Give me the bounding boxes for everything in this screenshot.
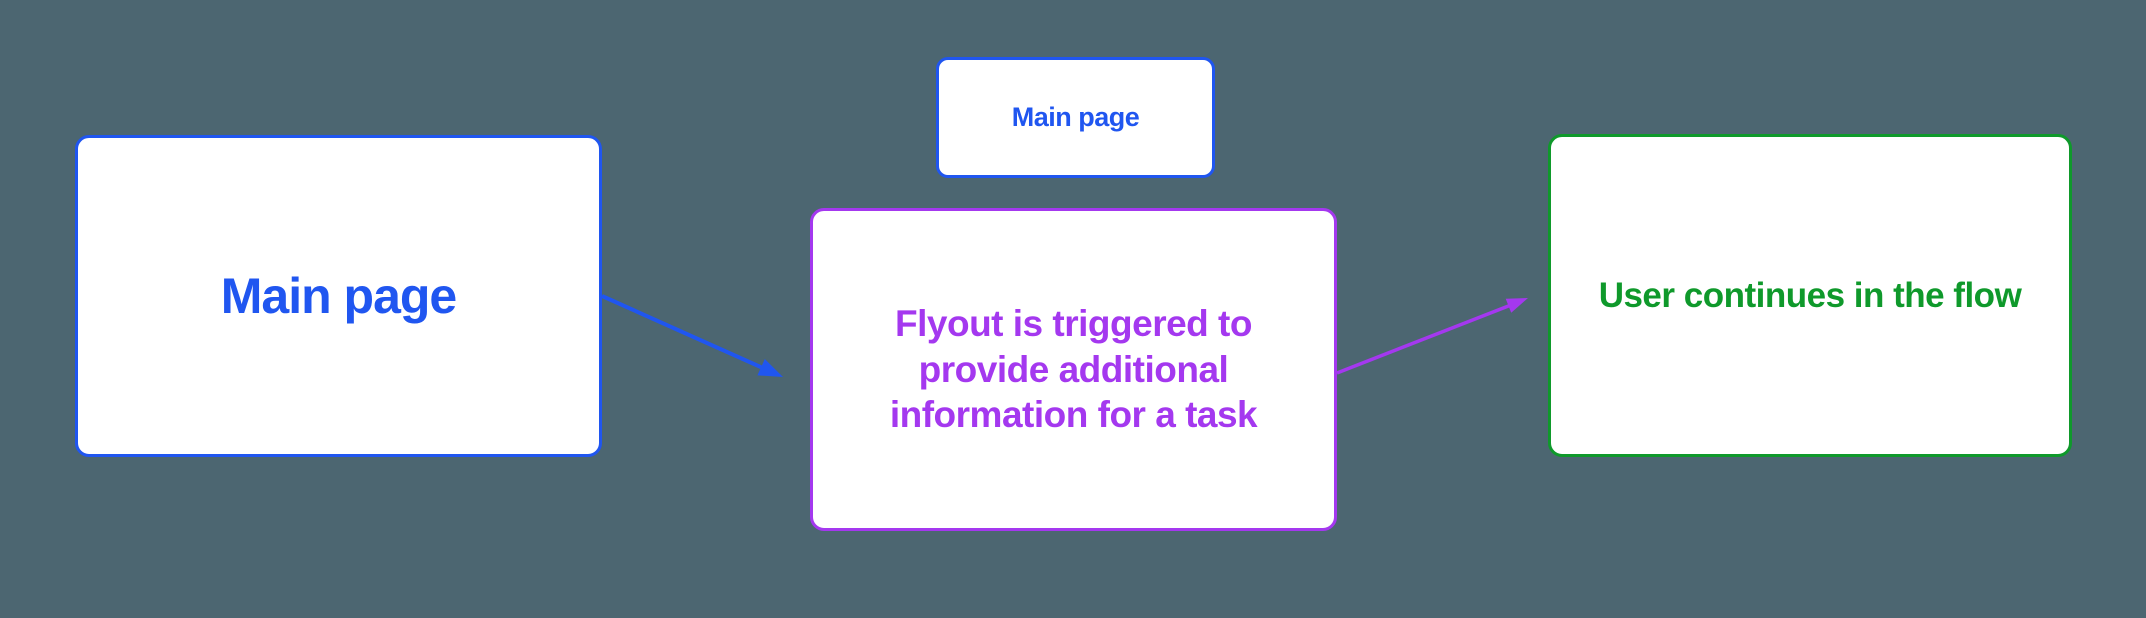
- arrowhead-icon: [1505, 298, 1528, 313]
- node-main-page-mini: Main page: [936, 57, 1215, 178]
- edge-line: [601, 294, 766, 371]
- node-flyout: Flyout is triggered to provide additiona…: [810, 208, 1337, 531]
- node-user-continues-label: User continues in the flow: [1598, 275, 2022, 315]
- edge-flyout-to-continue: [1336, 298, 1528, 375]
- node-main-page-mini-label: Main page: [1011, 102, 1140, 132]
- edge-main-to-flyout: [601, 294, 783, 377]
- edge-line: [1336, 303, 1512, 375]
- node-flyout-label: Flyout is triggered to provide additiona…: [889, 302, 1258, 436]
- arrowhead-icon: [757, 359, 783, 377]
- node-main-page: Main page: [75, 135, 602, 457]
- node-main-page-label: Main page: [220, 268, 457, 324]
- node-user-continues: User continues in the flow: [1548, 134, 2072, 457]
